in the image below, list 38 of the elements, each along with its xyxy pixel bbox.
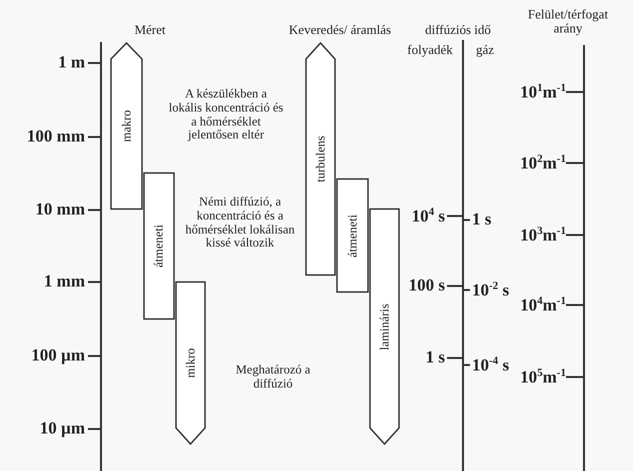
scale-value: 10 µm: [40, 420, 85, 438]
range-arrow-band: [369, 208, 400, 445]
range-arrow-band: [175, 281, 206, 445]
range-arrow-band: [305, 42, 336, 276]
scale-value: 100 mm: [26, 128, 85, 146]
scale-value: 100 µm: [31, 346, 85, 366]
scale-value: 10$^{1}$m$^{-1}$: [520, 82, 566, 102]
column-title: Méret: [133, 22, 167, 38]
range-label: turbulens: [313, 136, 328, 182]
scale-value: 1 s: [472, 210, 492, 230]
note-text: Némi diffúzió, a koncentráció és a hőmérséklet lokálisan kissé változik: [185, 196, 295, 250]
scale-value: 10$^{-4}$ s: [472, 354, 510, 376]
scale-value: 100 s: [408, 276, 445, 296]
range-label: mikro: [183, 348, 198, 378]
range-arrow-band: [336, 178, 369, 293]
scale-value: 1 m: [58, 54, 85, 72]
scale-value: 10 mm: [35, 200, 85, 220]
column-title: folyadék: [406, 42, 454, 58]
scale-value: 10$^{5}$m$^{-1}$: [520, 366, 566, 388]
range-arrow-band: [143, 172, 175, 320]
range-label: lamináris: [377, 303, 392, 350]
column-title: Keveredés/ áramlás: [288, 22, 392, 38]
range-label: átmeneti: [345, 214, 360, 258]
scale-value: 10$^{4}$m$^{-1}$: [520, 294, 566, 316]
scale-value: 1 s: [426, 348, 445, 368]
column-title: diffúziós idő: [424, 22, 492, 38]
scale-value: 10$^{-2}$ s: [472, 280, 510, 300]
scale-value: 1 mm: [44, 272, 85, 292]
column-title: Felület/térfogat arány: [526, 8, 610, 36]
column-title: gáz: [474, 42, 496, 58]
range-label: makro: [119, 110, 134, 142]
range-label: átmeneti: [152, 224, 166, 268]
note-text: A készülékben a lokális koncentráció és a hőmérséklet jelentősen eltér: [168, 88, 284, 142]
scale-value: 10$^{4}$ s: [412, 206, 445, 226]
range-arrow-band: [110, 42, 143, 210]
scale-value: 10$^{3}$m$^{-1}$: [520, 224, 566, 246]
note-text: Meghatározó a diffúzió: [234, 363, 312, 391]
scale-value: 10$^{2}$m$^{-1}$: [520, 152, 566, 174]
